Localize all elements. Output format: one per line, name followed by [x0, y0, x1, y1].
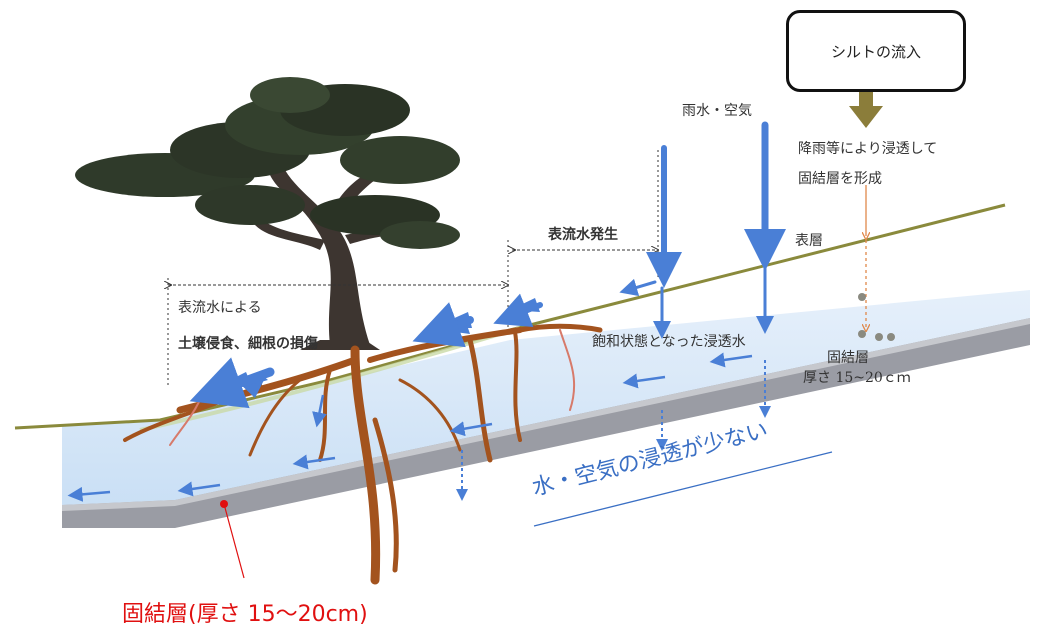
- pine-tree-icon: [75, 77, 460, 350]
- dotted-arrow-icon: [456, 360, 771, 501]
- surface-layer-label: 表層: [795, 233, 823, 249]
- rain-air-label: 雨水・空気: [682, 103, 752, 119]
- hardpan-callout-pointer: [220, 500, 245, 579]
- infiltrate-label-line2: 固結層を形成: [798, 171, 882, 187]
- hardpan-label-line1: 固結層: [827, 350, 869, 366]
- silt-arrow-icon: [849, 92, 895, 341]
- silt-inflow-box: シルトの流入: [786, 10, 966, 92]
- hardpan-callout-label: 固結層(厚さ 15～20cm): [122, 602, 368, 627]
- erosion-label-line2: 土壌侵食、細根の損傷: [178, 336, 318, 352]
- low-infiltration-underline: [533, 451, 833, 527]
- down-arrow-icon: [646, 121, 786, 339]
- silt-inflow-label: シルトの流入: [830, 42, 921, 61]
- saturated-water-label: 飽和状態となった浸透水: [592, 334, 746, 350]
- runoff-span-bracket: [512, 150, 658, 280]
- tree-roots: [123, 323, 603, 585]
- runoff-label: 表流水発生: [548, 227, 618, 243]
- saturated-water-layer: [62, 290, 1030, 505]
- subsurface-flow-arrows: [67, 352, 753, 502]
- ground-surface-line: [14, 203, 1006, 430]
- hardpan-label-line2: 厚さ 15~20ｃｍ: [803, 370, 911, 386]
- erosion-label-line1: 表流水による: [178, 300, 262, 316]
- infiltrate-label-line1: 降雨等により浸透して: [798, 141, 938, 157]
